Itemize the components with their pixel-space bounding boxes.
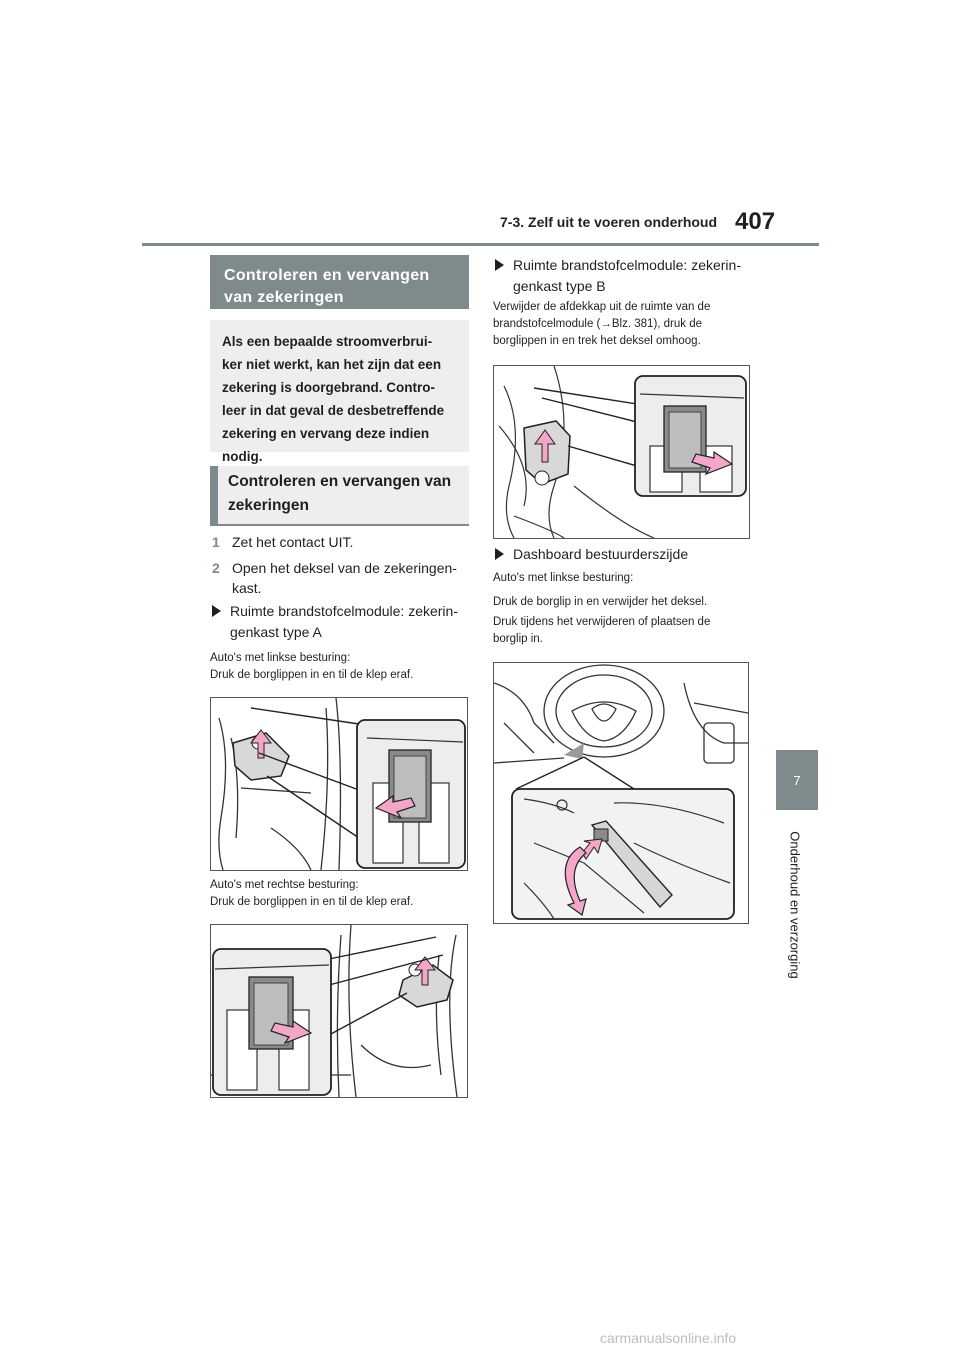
bullet-line: genkast type A	[230, 624, 322, 640]
step-1: 1 Zet het contact UIT.	[212, 532, 470, 552]
figure-dashboard-driver-side	[493, 662, 749, 924]
figure-fusebox-a-rhd	[210, 924, 468, 1098]
type-b-instruction: Verwijder de afdekkap uit de ruimte van …	[493, 299, 755, 350]
dashboard-instruction-1: Druk de borglip in en verwijder het deks…	[493, 596, 708, 608]
step-number: 2	[212, 560, 220, 576]
lhd-instruction: Druk de borglippen in en til de klep era…	[210, 669, 414, 681]
chapter-tab: 7	[776, 750, 818, 810]
page-number: 407	[735, 208, 776, 235]
instruction-line: Druk tijdens het verwijderen of plaatsen…	[493, 616, 711, 628]
bullet-dashboard: Dashboard bestuurderszijde	[495, 544, 773, 565]
intro-line: zekering is doorgebrand. Contro-	[222, 380, 436, 395]
sub-title-box: Controleren en vervangen van zekeringen	[210, 466, 469, 526]
bullet-type-b: Ruimte brandstofcelmodule: zekerin- genk…	[495, 255, 773, 297]
rhd-instruction: Druk de borglippen in en til de klep era…	[210, 896, 414, 908]
triangle-bullet-icon	[495, 259, 504, 271]
chapter-side-title: Onderhoud en verzorging	[740, 820, 850, 990]
dashboard-lhd-caption: Auto's met linkse besturing:	[493, 572, 634, 584]
intro-line: ker niet werkt, kan het zijn dat een	[222, 357, 442, 372]
instruction-line: Verwijder de afdekkap uit de ruimte van …	[493, 301, 711, 313]
intro-line: leer in dat geval de desbetreffende	[222, 403, 445, 418]
step-text: Open het deksel van de zekeringen-	[232, 560, 457, 576]
figure-fusebox-b	[493, 365, 750, 539]
intro-line: nodig.	[222, 449, 263, 464]
figure-fusebox-a-lhd	[210, 697, 468, 871]
step-text: Zet het contact UIT.	[232, 534, 354, 550]
bullet-line: Ruimte brandstofcelmodule: zekerin-	[513, 257, 741, 273]
bullet-line: Dashboard bestuurderszijde	[513, 546, 689, 562]
instruction-line: borglip in.	[493, 633, 543, 645]
dashboard-instruction-2: Druk tijdens het verwijderen of plaatsen…	[493, 614, 755, 648]
triangle-bullet-icon	[212, 605, 221, 617]
intro-box: Als een bepaalde stroomverbrui- ker niet…	[210, 320, 469, 464]
lhd-caption: Auto's met linkse besturing:	[210, 652, 351, 664]
main-title-box: Controleren en vervangen van zekeringen	[210, 255, 469, 309]
header-rule	[142, 243, 819, 246]
instruction-line: brandstofcelmodule (→Blz. 381), druk de	[493, 318, 703, 330]
watermark: carmanualsonline.info	[600, 1330, 737, 1346]
step-2: 2 Open het deksel van de zekeringen- kast…	[212, 558, 470, 598]
intro-line: Als een bepaalde stroomverbrui-	[222, 334, 433, 349]
sub-title-line: zekeringen	[228, 497, 309, 514]
rhd-text: Auto's met rechtse besturing: Druk de bo…	[210, 877, 470, 911]
chapter-title-text: Onderhoud en verzorging	[787, 831, 803, 979]
instruction-line: borglippen in en trek het deksel omhoog.	[493, 335, 701, 347]
rhd-caption: Auto's met rechtse besturing:	[210, 879, 359, 891]
step-text: kast.	[232, 580, 262, 596]
sub-title-line: Controleren en vervangen van	[228, 473, 452, 490]
step-number: 1	[212, 534, 220, 550]
triangle-bullet-icon	[495, 548, 504, 560]
bullet-line: genkast type B	[513, 278, 606, 294]
bullet-line: Ruimte brandstofcelmodule: zekerin-	[230, 603, 458, 619]
section-label: 7-3. Zelf uit te voeren onderhoud	[500, 214, 718, 230]
bullet-type-a: Ruimte brandstofcelmodule: zekerin- genk…	[212, 601, 488, 643]
lhd-text: Auto's met linkse besturing: Druk de bor…	[210, 650, 470, 684]
intro-line: zekering en vervang deze indien	[222, 426, 430, 441]
main-title: Controleren en vervangen van zekeringen	[224, 267, 430, 306]
chapter-number: 7	[793, 772, 801, 788]
